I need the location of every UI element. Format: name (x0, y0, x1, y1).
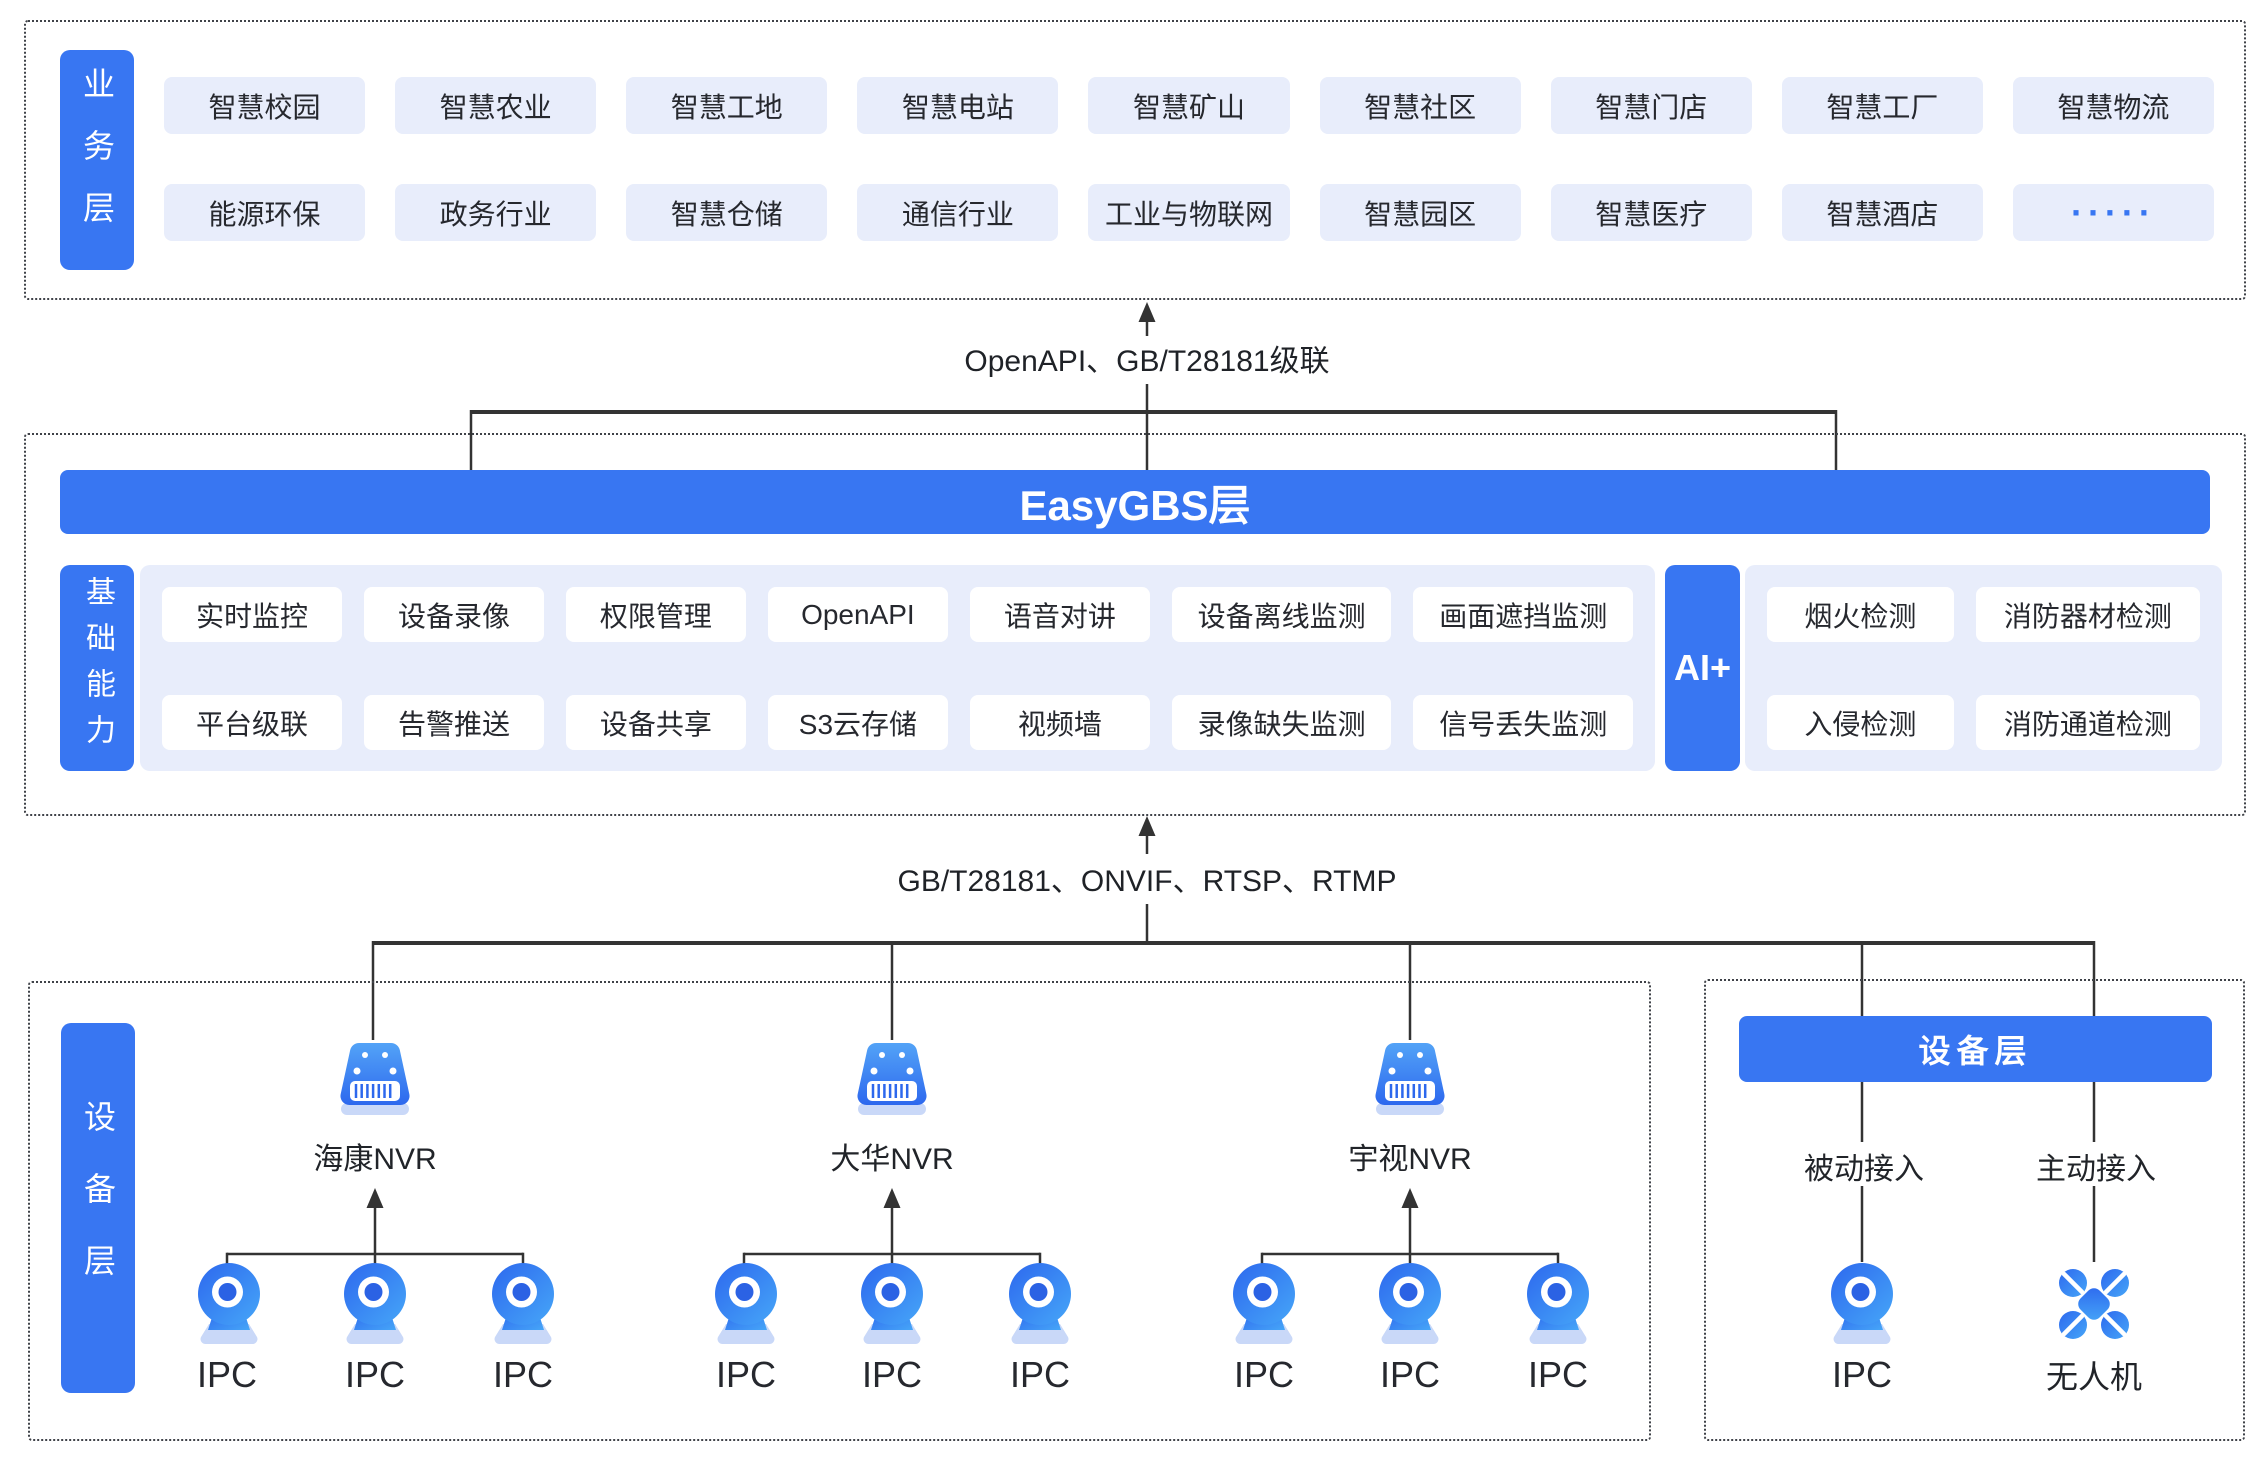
capability-chip: 权限管理 (565, 587, 746, 642)
business-chip: 智慧农业 (395, 77, 597, 134)
capability-chip: 平台级联 (162, 695, 342, 750)
business-chip: 智慧仓储 (626, 184, 828, 241)
drone-icon (2056, 1266, 2132, 1347)
business-chip: 智慧电站 (857, 77, 1059, 134)
capability-chip: 信号丢失监测 (1413, 695, 1633, 750)
capability-chip: 设备录像 (363, 587, 544, 642)
capability-chip: 画面遮挡监测 (1413, 587, 1633, 642)
ipc-camera-icon (1007, 1262, 1073, 1351)
ipc-camera-icon (490, 1262, 556, 1351)
ipc-label: IPC (344, 1354, 405, 1395)
ipc-camera-icon (1525, 1262, 1591, 1351)
business-chip: 智慧医疗 (1550, 184, 1752, 241)
passive-access-label: 被动接入 (1804, 1153, 1924, 1186)
device-layer-section: 设备层 (28, 981, 1651, 1441)
ai-row-1: 烟火检测 消防器材检测 (1767, 587, 2200, 642)
ipc-camera-icon (196, 1262, 262, 1351)
capability-chip: S3云存储 (767, 695, 948, 750)
ipc-camera-icon (859, 1262, 925, 1351)
drone-label: 无人机 (2045, 1359, 2142, 1395)
nvr-icon (333, 1037, 417, 1124)
capability-vertical-label: 基础能力 (60, 565, 134, 771)
device-access-section: 设备层 被动接入 主动接入 (1704, 979, 2245, 1441)
nvr-icon (850, 1037, 934, 1124)
easygbs-layer-section: EasyGBS层 基础能力 实时监控 设备录像 权限管理 OpenAPI 语音对… (24, 433, 2246, 816)
business-layer-section: 业务层 智慧校园 智慧农业 智慧工地 智慧电站 智慧矿山 智慧社区 智慧门店 智… (24, 20, 2246, 300)
ai-chip: 消防通道检测 (1975, 695, 2200, 750)
business-chip: 智慧园区 (1319, 184, 1521, 241)
bottom-protocol-label: GB/T28181、ONVIF、RTSP、RTMP (897, 865, 1397, 898)
capability-chip: OpenAPI (767, 587, 948, 642)
capability-chip: 设备离线监测 (1171, 587, 1392, 642)
business-chip: 智慧校园 (164, 77, 366, 134)
ipc-label: IPC (196, 1354, 257, 1395)
ai-panel: 烟火检测 消防器材检测 入侵检测 消防通道检测 (1745, 565, 2222, 771)
business-chip: 智慧酒店 (1781, 184, 1983, 241)
capability-chip: 告警推送 (363, 695, 544, 750)
business-chip: 工业与物联网 (1088, 184, 1290, 241)
business-chip: 智慧物流 (2012, 77, 2214, 134)
ipc-camera-icon (342, 1262, 408, 1351)
capability-chip: 视频墙 (969, 695, 1150, 750)
ipc-label: IPC (715, 1354, 776, 1395)
ipc-label: IPC (1831, 1354, 1892, 1395)
ai-chip: 消防器材检测 (1975, 587, 2200, 642)
ai-chip: 烟火检测 (1767, 587, 1954, 642)
business-chip: 智慧社区 (1319, 77, 1521, 134)
business-chip-row-2: 能源环保 政务行业 智慧仓储 通信行业 工业与物联网 智慧园区 智慧医疗 智慧酒… (164, 184, 2214, 241)
nvr-icon (1368, 1037, 1452, 1124)
business-chip: 政务行业 (395, 184, 597, 241)
nvr-name: 宇视NVR (1348, 1143, 1472, 1176)
business-chip-more: ····· (2012, 184, 2214, 241)
ai-row-2: 入侵检测 消防通道检测 (1767, 695, 2200, 750)
nvr-name: 大华NVR (830, 1143, 954, 1176)
ipc-label: IPC (1009, 1354, 1070, 1395)
ipc-camera-icon (1829, 1262, 1895, 1351)
ipc-label: IPC (861, 1354, 922, 1395)
active-access-label: 主动接入 (2036, 1153, 2156, 1186)
top-protocol-label: OpenAPI、GB/T28181级联 (964, 345, 1330, 378)
business-layer-vertical-label: 业务层 (60, 50, 134, 270)
ipc-label: IPC (492, 1354, 553, 1395)
ipc-label: IPC (1527, 1354, 1588, 1395)
business-chip: 智慧矿山 (1088, 77, 1290, 134)
business-chip: 智慧工地 (626, 77, 828, 134)
capability-chip: 录像缺失监测 (1171, 695, 1392, 750)
business-chip-row-1: 智慧校园 智慧农业 智慧工地 智慧电站 智慧矿山 智慧社区 智慧门店 智慧工厂 … (164, 77, 2214, 134)
capability-chip: 语音对讲 (969, 587, 1150, 642)
capability-row-2: 平台级联 告警推送 设备共享 S3云存储 视频墙 录像缺失监测 信号丢失监测 (162, 695, 1633, 750)
capability-chip: 实时监控 (162, 587, 342, 642)
business-chip: 能源环保 (164, 184, 366, 241)
ai-chip: 入侵检测 (1767, 695, 1954, 750)
device-layer-banner: 设备层 (1739, 1016, 2212, 1082)
business-chip: 智慧门店 (1550, 77, 1752, 134)
business-chip: 通信行业 (857, 184, 1059, 241)
nvr-name: 海康NVR (313, 1143, 437, 1176)
capability-panel: 实时监控 设备录像 权限管理 OpenAPI 语音对讲 设备离线监测 画面遮挡监… (140, 565, 1655, 771)
ipc-camera-icon (1231, 1262, 1297, 1351)
easygbs-banner: EasyGBS层 (60, 470, 2210, 534)
ai-plus-label: AI+ (1665, 565, 1740, 771)
ipc-label: IPC (1233, 1354, 1294, 1395)
ipc-camera-icon (713, 1262, 779, 1351)
business-chip: 智慧工厂 (1781, 77, 1983, 134)
ipc-label: IPC (1379, 1354, 1440, 1395)
capability-chip: 设备共享 (565, 695, 746, 750)
ipc-camera-icon (1377, 1262, 1443, 1351)
capability-row-1: 实时监控 设备录像 权限管理 OpenAPI 语音对讲 设备离线监测 画面遮挡监… (162, 587, 1633, 642)
device-layer-vertical-label: 设备层 (61, 1023, 135, 1393)
